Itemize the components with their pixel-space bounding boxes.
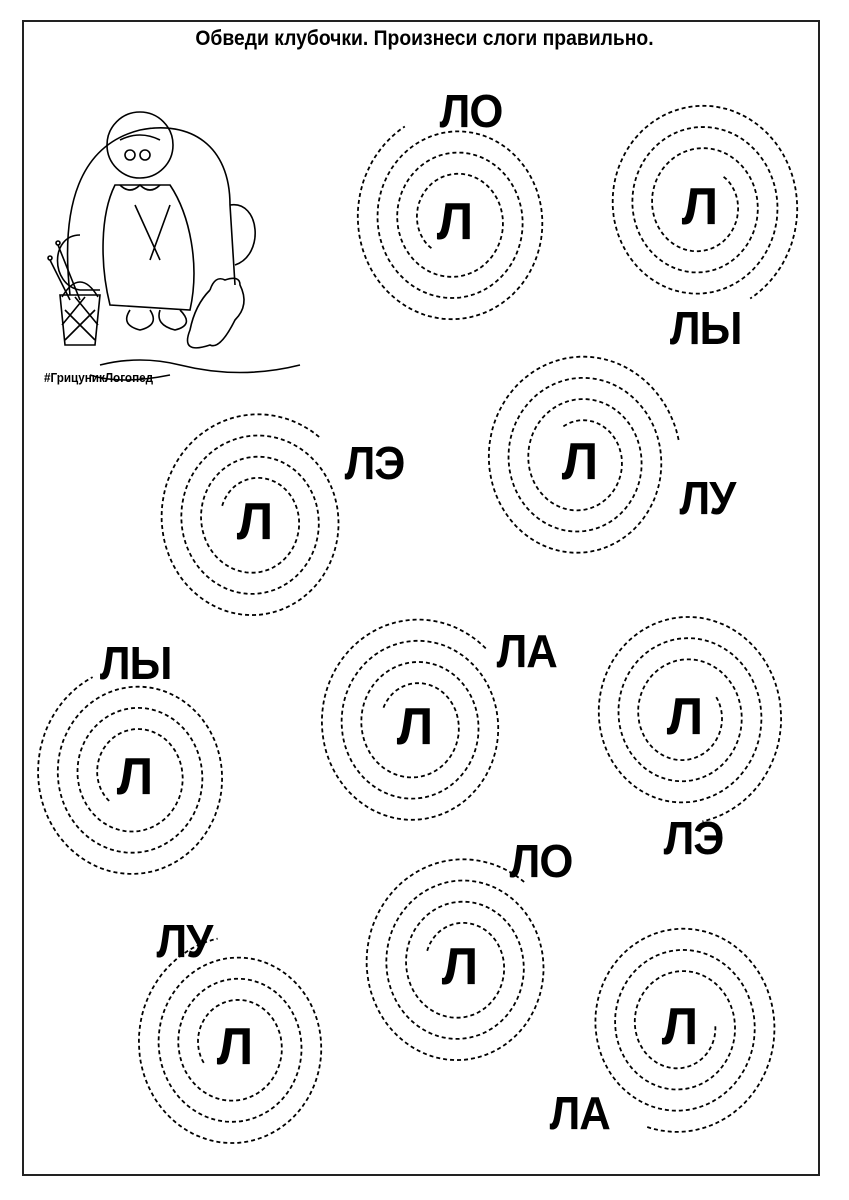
spiral-center-letter: Л bbox=[216, 1018, 254, 1076]
syllable-label: ЛУ bbox=[156, 915, 213, 967]
dashed-spiral[interactable] bbox=[320, 618, 500, 821]
page-title: Обведи клубочки. Произнеси слоги правиль… bbox=[195, 27, 654, 50]
spiral-center-letter: Л bbox=[666, 688, 704, 746]
syllable-label: ЛО bbox=[509, 835, 574, 887]
dashed-spiral[interactable] bbox=[137, 937, 323, 1144]
spiral-center-letter: Л bbox=[561, 433, 599, 491]
dashed-spiral[interactable] bbox=[487, 355, 680, 554]
syllable-label: ЛЭ bbox=[663, 812, 725, 864]
spiral-center-letter: Л bbox=[436, 193, 474, 251]
spiral-center-letter: Л bbox=[236, 493, 274, 551]
dashed-spiral[interactable] bbox=[597, 616, 783, 823]
dashed-spiral[interactable] bbox=[160, 413, 340, 617]
spiral-center-letter: Л bbox=[116, 748, 154, 806]
dashed-spiral[interactable] bbox=[365, 858, 545, 1062]
syllable-label: ЛУ bbox=[679, 472, 736, 524]
syllable-label: ЛЭ bbox=[344, 437, 406, 489]
syllable-label: ЛА bbox=[496, 625, 558, 677]
spiral-center-letter: Л bbox=[441, 938, 479, 996]
spiral-center-letter: Л bbox=[396, 698, 434, 756]
syllable-label: ЛО bbox=[439, 85, 504, 137]
author-hashtag: #ГрицуникЛогопед bbox=[44, 370, 154, 385]
syllable-label: ЛЫ bbox=[99, 637, 173, 689]
page-border bbox=[22, 20, 820, 1176]
dashed-spiral[interactable] bbox=[594, 927, 776, 1133]
spiral-center-letter: Л bbox=[681, 178, 719, 236]
spiral-center-letter: Л bbox=[661, 998, 699, 1056]
syllable-label: ЛЫ bbox=[669, 302, 743, 354]
granny-knitting-illustration bbox=[47, 111, 301, 381]
syllable-label: ЛА bbox=[549, 1087, 611, 1139]
